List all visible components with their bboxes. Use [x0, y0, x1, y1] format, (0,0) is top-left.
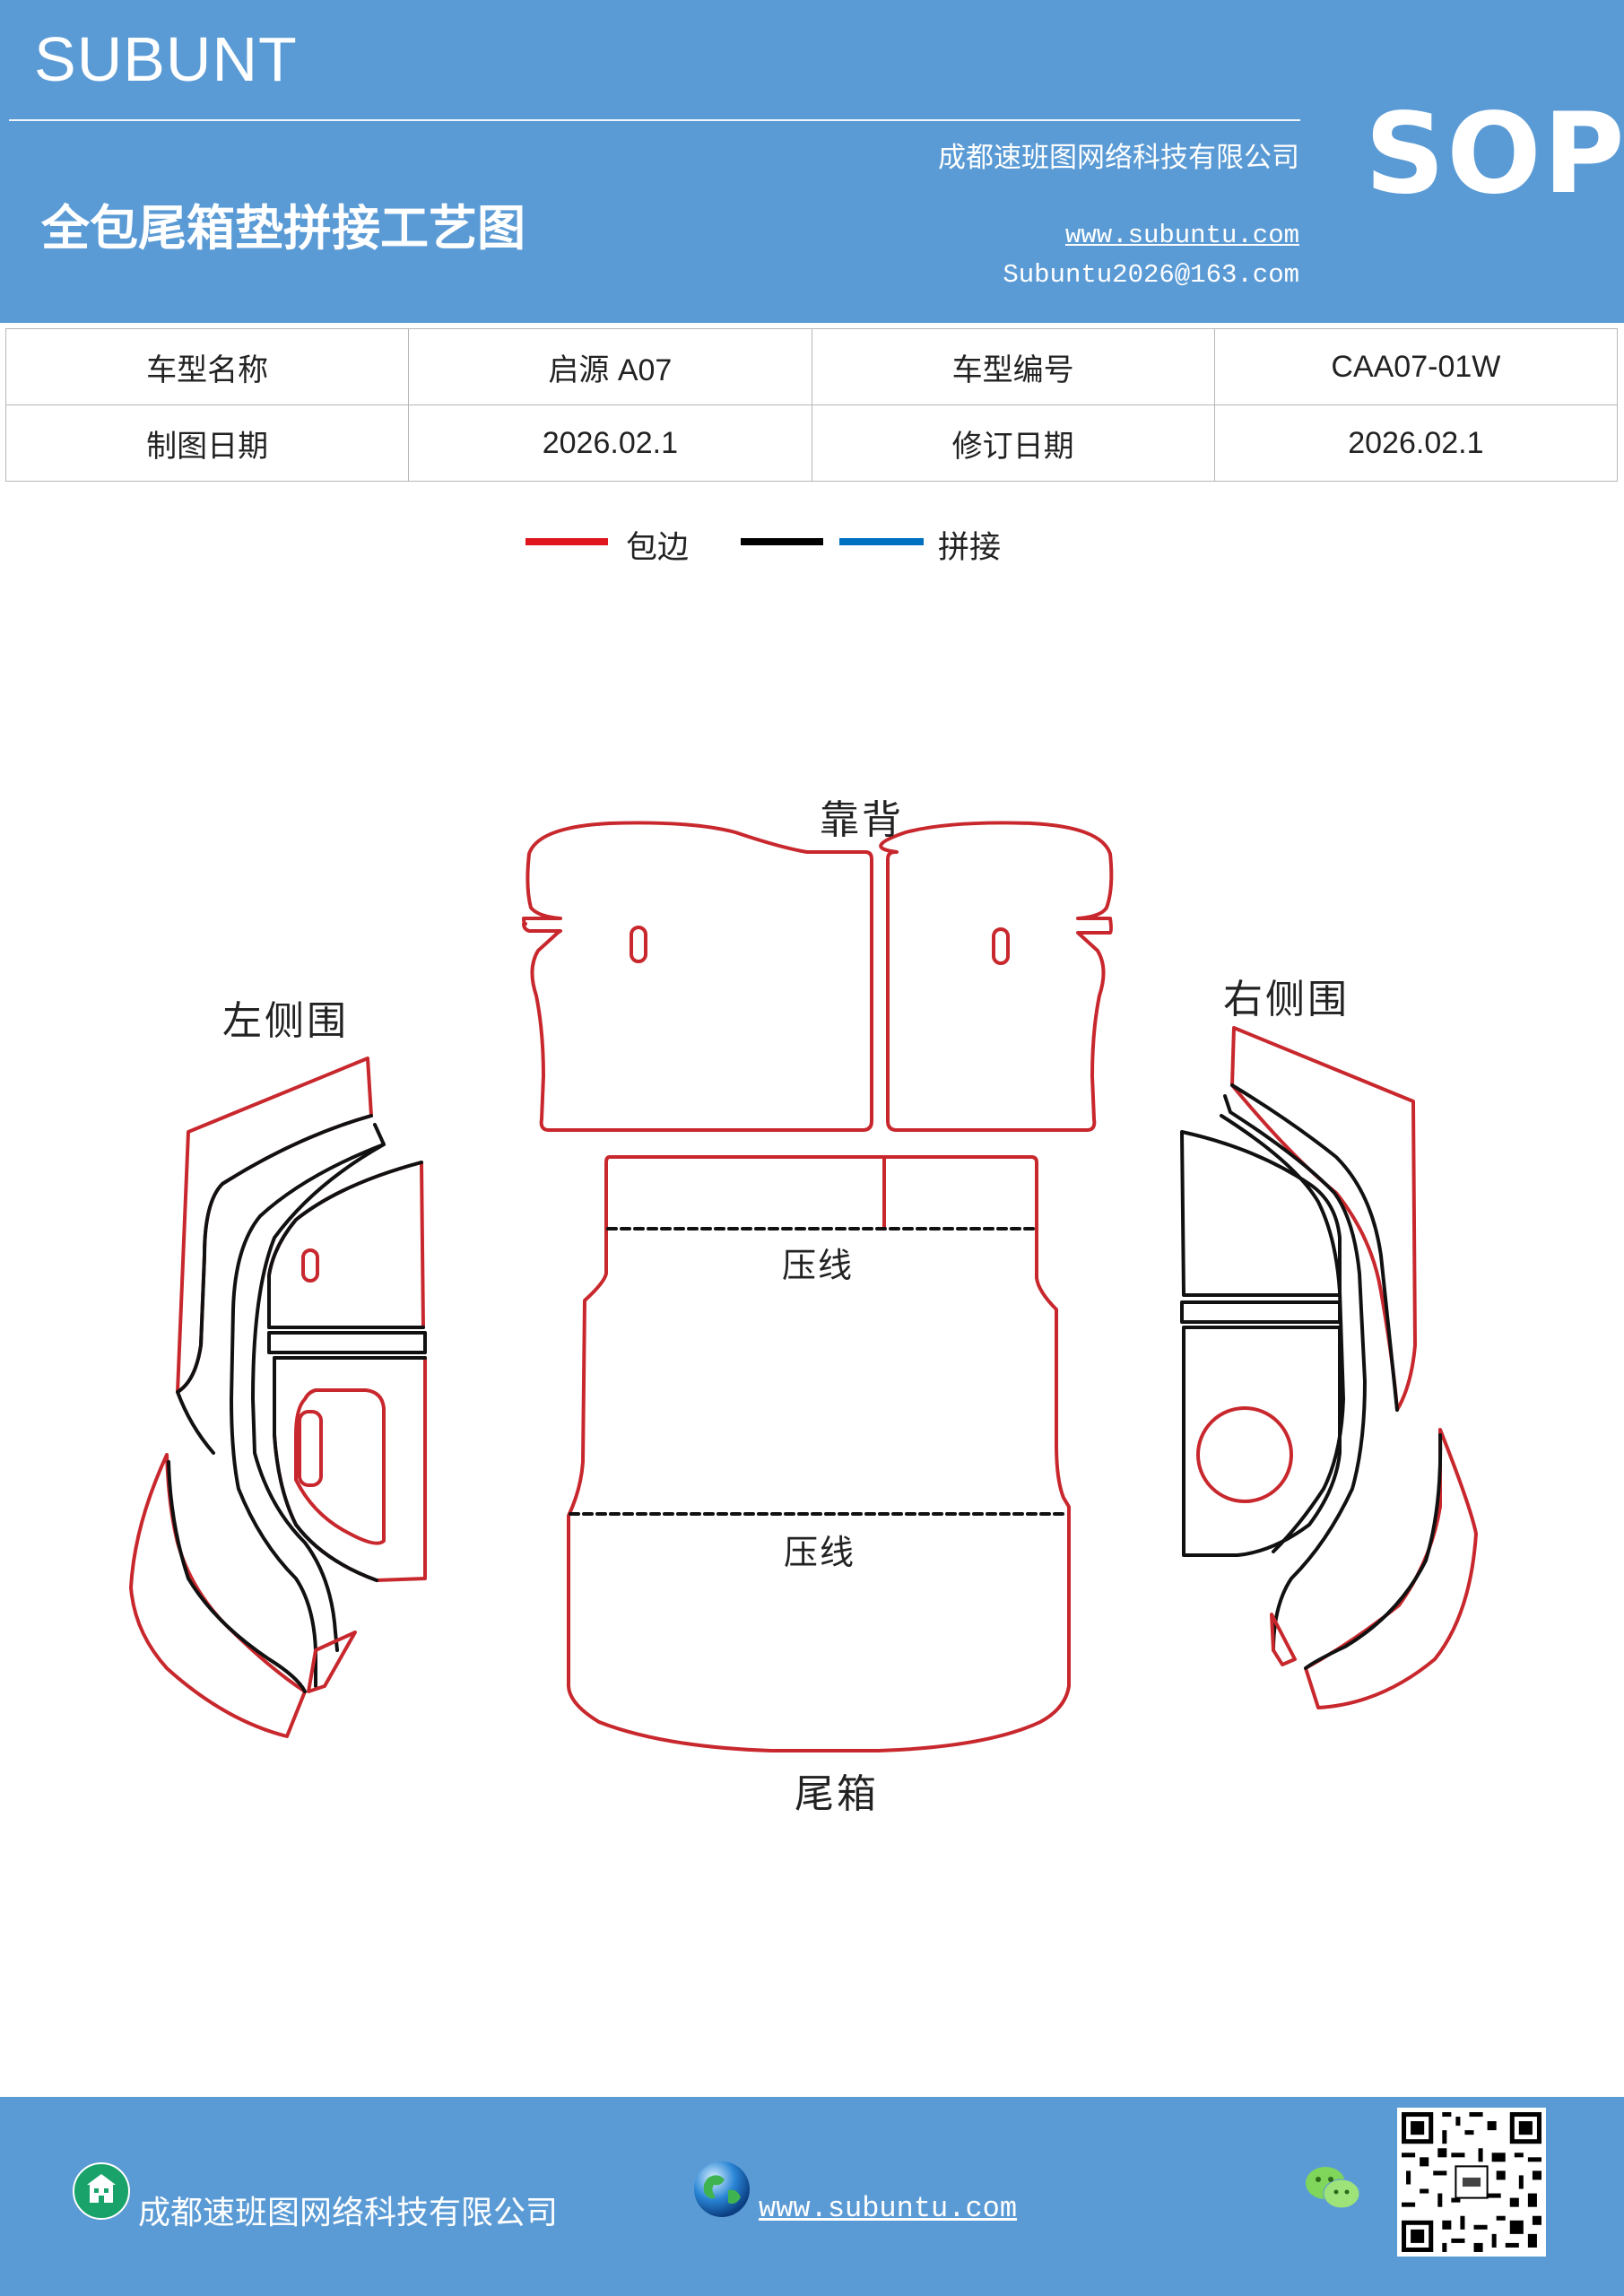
right-side-window-panel	[1180, 1130, 1342, 1297]
legend: 包边 拼接	[0, 520, 1624, 574]
left-side-handle-recess	[294, 1388, 386, 1545]
footer-company: 成都速班图网络科技有限公司	[138, 2195, 559, 2231]
footer-website-link[interactable]: www.subuntu.com	[759, 2192, 1018, 2225]
backrest-right-slot	[992, 927, 1010, 965]
left-side-window-seam	[267, 1161, 425, 1329]
legend-swatch-edge	[525, 538, 608, 545]
right-side-mid-seam	[1223, 1094, 1367, 1652]
left-side-upper-seam	[176, 1114, 373, 1455]
trunk-floor-piece	[567, 1155, 1071, 1752]
left-side-strip	[267, 1331, 427, 1354]
label-left-side: 左侧围	[222, 998, 349, 1044]
table-cell: 修订日期	[811, 404, 1215, 482]
wechat-icon[interactable]	[1302, 2161, 1365, 2215]
right-side-tail-piece	[1270, 1613, 1297, 1666]
table-cell: 车型编号	[811, 328, 1215, 405]
label-right-side: 右侧围	[1223, 977, 1350, 1022]
table-cell: CAA07-01W	[1213, 328, 1619, 405]
right-side-strip	[1180, 1300, 1342, 1324]
left-side-wheel-arch	[129, 1453, 307, 1738]
left-side-lower-seam	[273, 1356, 427, 1582]
backrest-right-piece	[879, 821, 1114, 1132]
right-side-speaker-cutout	[1196, 1406, 1293, 1503]
header-banner: SUBUNT 成都速班图网络科技有限公司 全包尾箱垫拼接工艺图 www.subu…	[0, 0, 1624, 323]
left-side-arch-seam	[167, 1460, 307, 1693]
left-side-mid-seam	[230, 1123, 386, 1688]
legend-label-edge: 包边	[626, 530, 690, 566]
document-title: 全包尾箱垫拼接工艺图	[41, 199, 525, 257]
table-row: 制图日期 2026.02.1 修订日期 2026.02.1	[4, 404, 1619, 482]
header-website-link[interactable]: www.subuntu.com	[1064, 221, 1299, 250]
qr-code	[1397, 2108, 1546, 2257]
left-side-inner-seam	[251, 1143, 386, 1652]
table-row: 车型名称 启源 A07 车型编号 CAA07-01W	[4, 328, 1619, 405]
table-cell: 车型名称	[4, 328, 410, 405]
legend-swatch-seam-blue	[839, 538, 924, 545]
backrest-left-piece	[522, 821, 873, 1132]
left-side-handle	[298, 1410, 323, 1487]
label-press-line-bottom: 压线	[784, 1533, 856, 1572]
label-trunk: 尾箱	[795, 1771, 879, 1817]
footer-banner: 成都速班图网络科技有限公司 www.subuntu.com	[0, 2097, 1624, 2296]
backrest-left-slot	[630, 926, 647, 963]
right-side-arch-seam	[1304, 1433, 1443, 1670]
header-company: 成都速班图网络科技有限公司	[938, 142, 1299, 174]
left-side-window-panel	[267, 1161, 425, 1329]
building-icon	[73, 2162, 130, 2220]
right-side-outer-edge	[1230, 1026, 1417, 1412]
label-backrest: 靠背	[820, 797, 904, 843]
left-side-slot	[301, 1248, 319, 1283]
legend-swatch-seam-black	[741, 538, 823, 545]
right-side-lower-panel	[1182, 1326, 1342, 1557]
vehicle-info-table: 车型名称 启源 A07 车型编号 CAA07-01W 制图日期 2026.02.…	[4, 328, 1619, 482]
header-divider	[9, 119, 1300, 121]
globe-icon	[694, 2161, 750, 2217]
table-cell: 2026.02.1	[408, 404, 812, 482]
left-side-tail-piece	[307, 1631, 357, 1693]
sop-badge: SOP	[1365, 90, 1624, 219]
label-press-line-top: 压线	[782, 1246, 855, 1285]
right-side-upper-seam	[1230, 1083, 1399, 1412]
brand-logo-text: SUBUNT	[34, 24, 298, 94]
table-cell: 2026.02.1	[1213, 404, 1619, 482]
legend-label-seam: 拼接	[938, 530, 1002, 566]
table-cell: 启源 A07	[408, 328, 812, 405]
table-cell: 制图日期	[4, 404, 410, 482]
header-email[interactable]: Subuntu2026@163.com	[1003, 260, 1299, 290]
